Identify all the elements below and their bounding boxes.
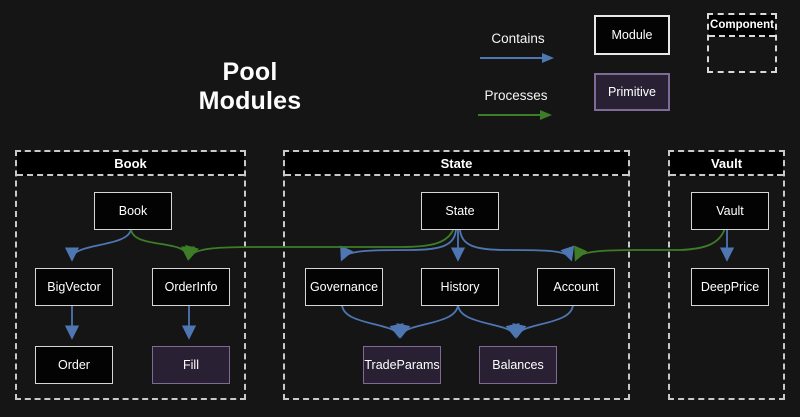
node-fill[interactable]: Fill	[152, 346, 230, 384]
node-book[interactable]: Book	[94, 192, 172, 230]
node-account[interactable]: Account	[537, 268, 615, 306]
node-balances[interactable]: Balances	[479, 346, 557, 384]
container-vault: Vault Vault DeepPrice	[668, 150, 785, 400]
page-title: Pool Modules	[198, 58, 302, 115]
node-bigvector[interactable]: BigVector	[35, 268, 113, 306]
contains-arrow-icon	[480, 53, 554, 63]
legend-processes: Processes	[461, 88, 571, 121]
node-history[interactable]: History	[421, 268, 499, 306]
processes-arrow-icon	[478, 110, 552, 120]
legend-primitive-label: Primitive	[608, 85, 656, 99]
legend-processes-label: Processes	[484, 88, 548, 103]
container-state: State State Governance History Account T…	[283, 150, 630, 400]
legend-contains: Contains	[463, 31, 573, 64]
node-state[interactable]: State	[421, 192, 499, 230]
node-vault[interactable]: Vault	[691, 192, 769, 230]
node-governance[interactable]: Governance	[305, 268, 383, 306]
container-vault-title: Vault	[670, 152, 783, 176]
node-order[interactable]: Order	[35, 346, 113, 384]
legend-contains-label: Contains	[491, 31, 545, 46]
legend-primitive-box: Primitive	[594, 73, 670, 111]
node-tradeparams[interactable]: TradeParams	[363, 346, 441, 384]
node-deepprice[interactable]: DeepPrice	[691, 268, 769, 306]
container-book-title: Book	[17, 152, 244, 176]
legend-component-label: Component	[709, 15, 775, 37]
legend-module-label: Module	[611, 28, 653, 42]
container-book: Book Book BigVector OrderInfo Order Fill	[15, 150, 246, 400]
legend-component-box: Component	[707, 13, 777, 73]
container-state-title: State	[285, 152, 628, 176]
node-orderinfo[interactable]: OrderInfo	[152, 268, 230, 306]
legend-module-box: Module	[594, 15, 670, 55]
